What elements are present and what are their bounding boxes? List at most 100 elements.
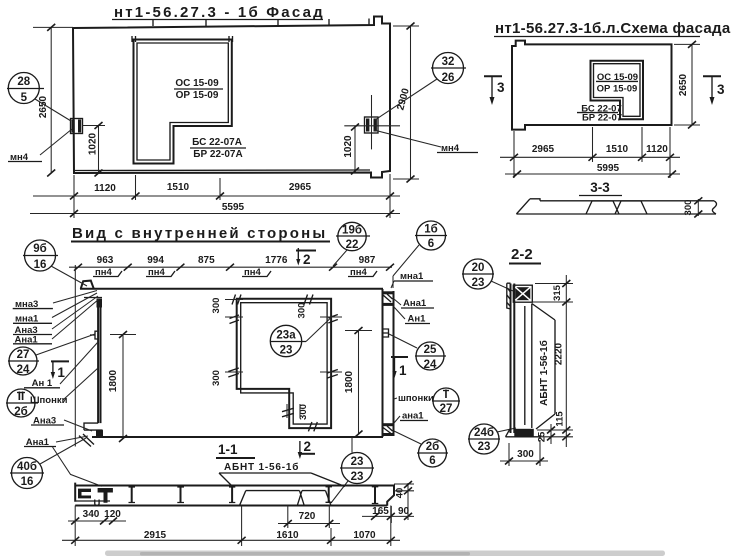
svg-text:мн4: мн4 (10, 152, 29, 163)
svg-text:24б: 24б (474, 427, 494, 439)
svg-text:мна1: мна1 (400, 271, 424, 282)
svg-text:19б: 19б (342, 225, 362, 237)
svg-text:24: 24 (17, 364, 30, 376)
svg-text:шпонки: шпонки (398, 393, 434, 404)
svg-text:мна3: мна3 (15, 299, 38, 310)
svg-text:1-1: 1-1 (218, 442, 238, 457)
svg-text:300: 300 (683, 200, 694, 216)
svg-text:23: 23 (280, 345, 293, 357)
svg-text:ОС 15-09: ОС 15-09 (597, 72, 638, 83)
svg-text:23: 23 (351, 471, 364, 483)
svg-text:300: 300 (211, 298, 222, 314)
svg-text:3: 3 (717, 82, 725, 97)
svg-text:БР 22-07: БР 22-07 (582, 113, 622, 124)
svg-text:2: 2 (304, 439, 312, 454)
svg-text:2: 2 (303, 252, 311, 267)
svg-text:1800: 1800 (344, 370, 355, 393)
svg-text:Ан 1: Ан 1 (32, 378, 53, 389)
svg-text:22: 22 (346, 239, 359, 251)
svg-text:6: 6 (428, 238, 434, 250)
svg-text:23: 23 (472, 277, 485, 289)
svg-text:2650: 2650 (678, 73, 689, 96)
svg-text:2915: 2915 (144, 530, 167, 541)
svg-text:Шпонки: Шпонки (30, 395, 68, 406)
svg-text:АБНТ 1-56-1б: АБНТ 1-56-1б (224, 461, 299, 473)
svg-text:6: 6 (429, 455, 435, 467)
svg-text:АБНТ 1-56-1б: АБНТ 1-56-1б (538, 340, 550, 406)
svg-text:Ан1: Ан1 (408, 314, 427, 325)
svg-text:40: 40 (394, 488, 405, 499)
svg-text:720: 720 (299, 511, 316, 522)
svg-text:ОС 15-09: ОС 15-09 (175, 78, 219, 89)
svg-text:БС 22-07А: БС 22-07А (192, 137, 242, 148)
svg-text:115: 115 (555, 411, 566, 427)
svg-text:пн4: пн4 (350, 267, 367, 278)
svg-text:Ана3: Ана3 (15, 325, 38, 336)
svg-text:315: 315 (552, 284, 563, 301)
svg-text:БР 22-07А: БР 22-07А (193, 149, 242, 160)
svg-text:Ана1: Ана1 (403, 298, 427, 309)
svg-text:1: 1 (57, 365, 65, 380)
svg-text:27: 27 (17, 349, 30, 361)
svg-text:963: 963 (97, 255, 114, 266)
svg-text:II: II (18, 391, 24, 403)
svg-text:1070: 1070 (353, 530, 376, 541)
svg-text:340: 340 (83, 509, 100, 520)
svg-text:28: 28 (17, 76, 30, 88)
svg-text:5995: 5995 (597, 163, 620, 174)
svg-text:мн4: мн4 (441, 143, 460, 154)
svg-text:1120: 1120 (94, 183, 116, 194)
svg-text:Ана1: Ана1 (26, 437, 50, 448)
svg-text:2б: 2б (426, 441, 440, 453)
svg-text:300: 300 (211, 370, 222, 386)
svg-text:2900: 2900 (395, 87, 411, 112)
svg-text:25: 25 (537, 431, 548, 442)
svg-text:1020: 1020 (343, 135, 354, 158)
svg-text:2965: 2965 (532, 144, 555, 155)
svg-text:ОР 15-09: ОР 15-09 (597, 84, 638, 95)
svg-text:27: 27 (440, 403, 453, 415)
svg-text:3: 3 (497, 80, 505, 95)
svg-text:1800: 1800 (108, 369, 119, 392)
svg-text:1510: 1510 (167, 182, 190, 193)
svg-text:пн4: пн4 (148, 267, 165, 278)
svg-text:2220: 2220 (554, 342, 565, 365)
svg-text:1120: 1120 (646, 144, 668, 155)
svg-text:300: 300 (297, 303, 308, 319)
svg-text:2965: 2965 (289, 182, 312, 193)
svg-text:23: 23 (478, 441, 491, 453)
svg-text:2650: 2650 (38, 95, 49, 118)
svg-text:2б: 2б (14, 406, 28, 418)
svg-text:БС 22-07: БС 22-07 (581, 104, 622, 115)
svg-text:2-2: 2-2 (511, 246, 533, 263)
svg-text:20: 20 (472, 262, 485, 274)
svg-text:165: 165 (372, 506, 389, 517)
svg-text:5: 5 (21, 92, 28, 104)
svg-text:120: 120 (104, 509, 121, 520)
svg-text:32: 32 (442, 56, 455, 68)
svg-text:1610: 1610 (276, 530, 299, 541)
svg-text:1б: 1б (424, 224, 438, 236)
svg-text:1020: 1020 (88, 132, 99, 155)
svg-text:3-3: 3-3 (590, 180, 610, 195)
svg-text:1510: 1510 (606, 144, 629, 155)
svg-text:16: 16 (34, 259, 47, 271)
svg-text:ОР 15-09: ОР 15-09 (176, 90, 219, 101)
svg-text:90: 90 (398, 506, 410, 517)
svg-text:26: 26 (442, 72, 455, 84)
svg-text:1: 1 (399, 363, 407, 378)
svg-text:24: 24 (424, 359, 437, 371)
svg-text:16: 16 (21, 476, 34, 488)
svg-text:9б: 9б (33, 243, 47, 255)
svg-text:мна1: мна1 (15, 314, 39, 325)
svg-text:25: 25 (424, 344, 437, 356)
svg-text:нт1-56.27.3-1б.л.Схема фасада: нт1-56.27.3-1б.л.Схема фасада (495, 20, 731, 37)
svg-text:987: 987 (359, 255, 376, 266)
svg-text:40б: 40б (17, 461, 37, 473)
svg-text:U: U (94, 498, 101, 509)
svg-text:пн4: пн4 (95, 267, 112, 278)
svg-text:ана1: ана1 (402, 411, 424, 422)
svg-text:875: 875 (198, 255, 215, 266)
svg-text:пн4: пн4 (244, 267, 261, 278)
svg-text:300: 300 (298, 404, 309, 420)
